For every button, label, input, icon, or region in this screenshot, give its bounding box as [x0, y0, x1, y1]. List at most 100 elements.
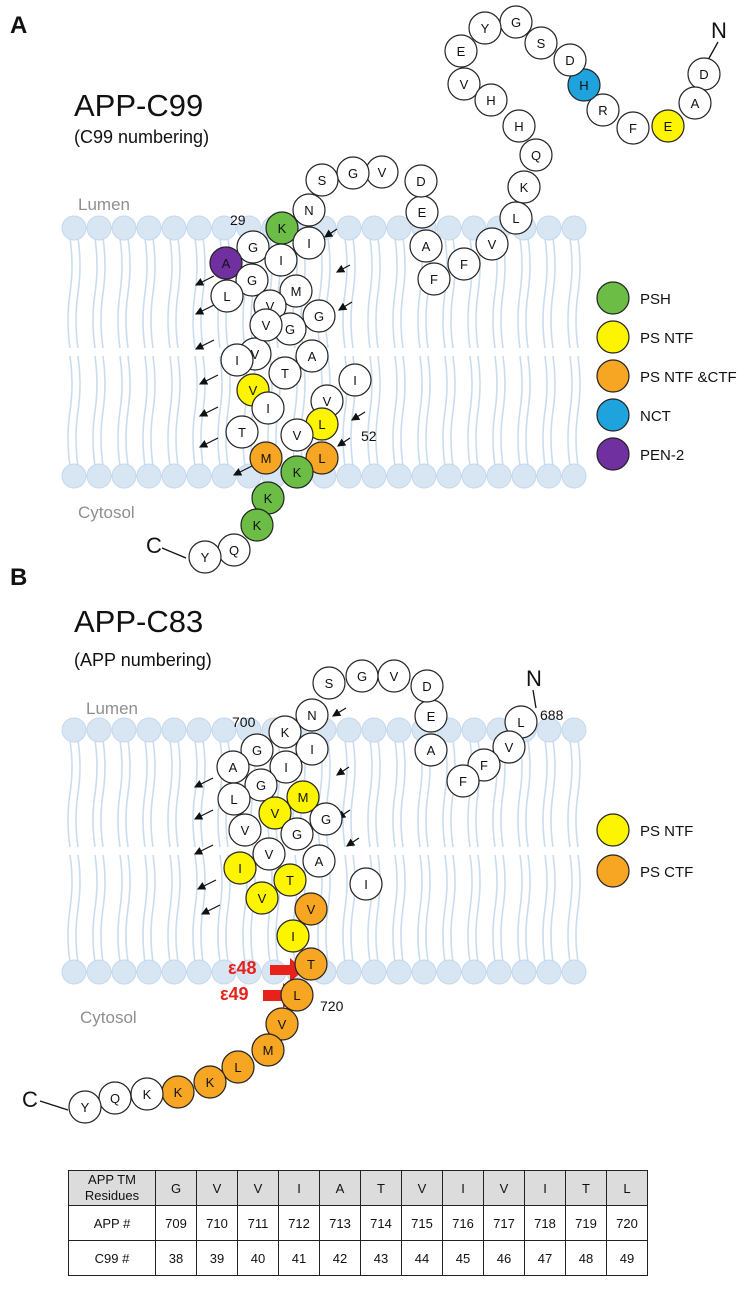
lipid-molecule — [511, 215, 537, 489]
residue-letter: G — [348, 166, 358, 181]
residue-s: S — [305, 163, 339, 197]
residue-m: M — [279, 274, 313, 308]
table-row-residues: APP TM Residues G V V I A T V I V I T L — [68, 1170, 648, 1206]
residue-letter: H — [579, 78, 588, 93]
residue-a: A — [216, 750, 250, 784]
residue-e: E — [444, 34, 478, 68]
residue-circle — [345, 659, 379, 693]
residue-letter: V — [390, 669, 399, 684]
table-cell: V — [401, 1170, 443, 1206]
lipid-molecule — [136, 215, 162, 489]
residue-g: G — [244, 768, 278, 802]
contact-arrow — [337, 437, 351, 447]
table-row-header: APP # — [68, 1205, 156, 1241]
residue-letter: L — [318, 417, 325, 432]
legend-item-ps-ntf: PS NTF — [596, 320, 693, 354]
panel-b-letter: B — [10, 564, 27, 591]
table-cell: G — [155, 1170, 197, 1206]
panel-b: B APP-C83 (APP numbering) Lumen Cytosol … — [10, 564, 693, 1124]
residue-letter: Q — [110, 1091, 120, 1106]
residue-circle — [474, 83, 508, 117]
lipid-molecule — [561, 717, 587, 985]
table-cell: A — [319, 1170, 361, 1206]
residue-circle — [249, 441, 283, 475]
panel-b-residue-700-label: 700 — [232, 714, 256, 730]
residue-q: Q — [217, 533, 251, 567]
contact-arrow — [193, 809, 214, 820]
residue-circle — [616, 111, 650, 145]
residue-circle — [305, 163, 339, 197]
lipid-molecule — [61, 215, 87, 489]
residue-f: F — [447, 247, 481, 281]
residue-g: G — [302, 299, 336, 333]
legend-swatch — [596, 813, 630, 847]
residue-letter: G — [256, 778, 266, 793]
residue-letter: K — [264, 491, 273, 506]
residue-q: Q — [519, 138, 553, 172]
residue-l: L — [280, 978, 314, 1012]
residue-circle — [302, 844, 336, 878]
panel-b-lumen-label: Lumen — [86, 699, 138, 718]
residue-letter: K — [520, 180, 529, 195]
residue-circle — [265, 1007, 299, 1041]
table-cell: 713 — [319, 1205, 361, 1241]
residue-letter: L — [223, 289, 230, 304]
residue-letter: L — [230, 792, 237, 807]
residue-circle — [280, 817, 314, 851]
contact-arrow — [194, 304, 215, 315]
residue-circle — [251, 391, 285, 425]
residue-s: S — [312, 666, 346, 700]
residue-i: I — [251, 391, 285, 425]
contact-arrow — [232, 465, 253, 476]
residue-circle — [567, 68, 601, 102]
contact-arrow — [194, 339, 215, 350]
table-header-cell: APP TM Residues — [68, 1170, 156, 1206]
residue-circle — [312, 666, 346, 700]
residue-letter: I — [364, 877, 368, 892]
contact-arrow — [198, 406, 219, 417]
panel-a-lumen-label: Lumen — [78, 195, 130, 214]
residue-n: N — [295, 698, 329, 732]
residue-m: M — [249, 441, 283, 475]
table-cell: 718 — [524, 1205, 566, 1241]
residue-circle — [209, 246, 243, 280]
lipid-molecule — [461, 717, 487, 985]
table-cell: 710 — [196, 1205, 238, 1241]
residue-k: K — [130, 1077, 164, 1111]
legend-swatch — [596, 437, 630, 471]
table-cell: 712 — [278, 1205, 320, 1241]
residue-circle — [276, 919, 310, 953]
lipid-molecule — [361, 717, 387, 985]
table-cell: 44 — [401, 1240, 443, 1276]
contact-arrow — [324, 228, 338, 238]
lipid-molecule — [111, 215, 137, 489]
residue-g: G — [235, 263, 269, 297]
residue-l: L — [217, 782, 251, 816]
contact-arrow — [335, 264, 351, 273]
residue-a: A — [409, 229, 443, 263]
residue-l: L — [499, 201, 533, 235]
residue-g: G — [236, 230, 270, 264]
lipid-molecule — [86, 215, 112, 489]
residue-letter: I — [307, 236, 311, 251]
residue-letter: L — [293, 988, 300, 1003]
lipid-molecule — [386, 215, 412, 489]
table-cell: 39 — [196, 1240, 238, 1276]
lipid-molecule — [536, 215, 562, 489]
residue-letter: V — [307, 902, 316, 917]
residue-letter: V — [258, 891, 267, 906]
lipid-molecule — [386, 717, 412, 985]
residue-letter: G — [314, 309, 324, 324]
residue-h: H — [567, 68, 601, 102]
panel-b-n-terminus: N — [526, 666, 542, 691]
panel-b-residue-688-label: 688 — [540, 707, 564, 723]
lipid-molecule — [561, 215, 587, 489]
residue-letter: G — [321, 812, 331, 827]
residue-letter: R — [598, 103, 607, 118]
residue-circle — [338, 363, 372, 397]
residue-h: H — [474, 83, 508, 117]
residue-letter: Q — [531, 148, 541, 163]
